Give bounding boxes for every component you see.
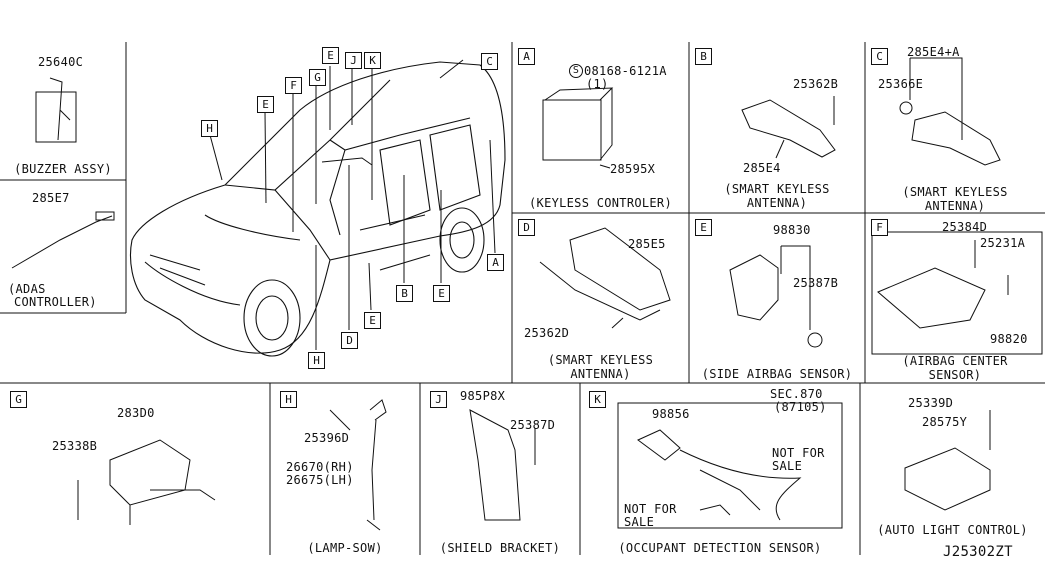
callout-E: E bbox=[364, 312, 381, 329]
screw-symbol: S bbox=[569, 64, 583, 78]
callout-F: F bbox=[285, 77, 302, 94]
panel-tag: E bbox=[695, 219, 712, 236]
part-number: 28595X bbox=[610, 162, 656, 176]
callout-J: J bbox=[345, 52, 362, 69]
part-number: 28575Y bbox=[922, 415, 968, 429]
panel-tag: K bbox=[589, 391, 606, 408]
part-number: 285E5 bbox=[628, 237, 666, 251]
callout-A: A bbox=[487, 254, 504, 271]
panel-caption: (AIRBAG CENTER bbox=[902, 354, 1008, 368]
callout-K: K bbox=[364, 52, 381, 69]
not-for-sale-note: SALE bbox=[772, 459, 803, 473]
part-number: 285E4+A bbox=[907, 45, 960, 59]
part-number: 25338B bbox=[52, 439, 98, 453]
callout-B: B bbox=[396, 285, 413, 302]
panel-caption: ANTENNA) bbox=[924, 199, 986, 213]
callout-E: E bbox=[257, 96, 274, 113]
part-number: 25362D bbox=[524, 326, 570, 340]
panel-tag: J bbox=[430, 391, 447, 408]
buzzer-sketch bbox=[35, 77, 77, 143]
not-for-sale-note: NOT FOR bbox=[624, 502, 677, 516]
part-number: 98830 bbox=[773, 223, 811, 237]
panel-caption: (SMART KEYLESS bbox=[547, 353, 654, 367]
part-number: 25387D bbox=[510, 418, 556, 432]
C-sketch bbox=[899, 57, 1001, 166]
part-number: 25396D bbox=[304, 431, 350, 445]
G-sketch bbox=[77, 439, 216, 525]
part-number: 285E4 bbox=[743, 161, 781, 175]
B-sketch bbox=[741, 96, 836, 159]
section-ref: SEC.870 bbox=[770, 387, 823, 401]
adas-sketch bbox=[11, 211, 115, 269]
diagram-id: J25302ZT bbox=[943, 544, 1013, 560]
panel-tag: G bbox=[10, 391, 27, 408]
part-number: 26670(RH) bbox=[286, 460, 354, 474]
callout-E: E bbox=[322, 47, 339, 64]
not-for-sale-note: SALE bbox=[624, 515, 655, 529]
part-number: 98820 bbox=[990, 332, 1028, 346]
panel-caption: (SHIELD BRACKET) bbox=[439, 541, 561, 555]
panel-caption: (SMART KEYLESS bbox=[724, 182, 830, 196]
part-number: 25384D bbox=[942, 220, 988, 234]
panel-caption: CONTROLLER) bbox=[14, 295, 97, 309]
panel-caption: (OCCUPANT DETECTION SENSOR) bbox=[618, 541, 822, 555]
part-number: 283D0 bbox=[117, 406, 155, 420]
E-sketch bbox=[729, 245, 823, 348]
part-number: 08168-6121A bbox=[584, 64, 667, 78]
panel-tag: A bbox=[518, 48, 535, 65]
part-qty: (1) bbox=[586, 77, 609, 91]
part-number: 98856 bbox=[652, 407, 690, 421]
callout-H: H bbox=[201, 120, 218, 137]
panel-caption: (AUTO LIGHT CONTROL) bbox=[877, 523, 1028, 537]
part-number: 25339D bbox=[908, 396, 954, 410]
panel-caption: (SMART KEYLESS bbox=[902, 185, 1008, 199]
part-number: 25640C bbox=[38, 55, 84, 69]
car-leader-lines bbox=[209, 59, 496, 350]
part-number: 25362B bbox=[793, 77, 839, 91]
callout-D: D bbox=[341, 332, 358, 349]
callout-C: C bbox=[481, 53, 498, 70]
panel-caption: (ADAS bbox=[8, 282, 46, 296]
J-sketch bbox=[469, 409, 536, 521]
H-sketch bbox=[329, 399, 387, 531]
part-number: 26675(LH) bbox=[286, 473, 354, 487]
panel-caption: SENSOR) bbox=[928, 368, 982, 382]
panel-tag: C bbox=[871, 48, 888, 65]
part-number: 25366E bbox=[878, 77, 924, 91]
last-sketch bbox=[904, 410, 991, 511]
panel-tag: D bbox=[518, 219, 535, 236]
D-sketch bbox=[539, 227, 671, 329]
panel-tag: B bbox=[695, 48, 712, 65]
part-number: 25231A bbox=[980, 236, 1026, 250]
panel-caption: (LAMP-SOW) bbox=[307, 541, 383, 555]
panel-caption: (BUZZER ASSY) bbox=[14, 162, 112, 176]
section-ref: (87105) bbox=[774, 400, 827, 414]
part-number: 285E7 bbox=[32, 191, 70, 205]
vehicle-drawing bbox=[129, 61, 506, 357]
F-sketch bbox=[871, 231, 1043, 355]
part-number: 25387B bbox=[793, 276, 839, 290]
K-sketch bbox=[617, 402, 843, 529]
panel-caption: ANTENNA) bbox=[570, 367, 631, 381]
panel-caption: (KEYLESS CONTROLER) bbox=[529, 196, 672, 210]
panel-tag: H bbox=[280, 391, 297, 408]
panel-caption: ANTENNA) bbox=[746, 196, 808, 210]
A-sketch bbox=[542, 87, 614, 169]
callout-H: H bbox=[308, 352, 325, 369]
not-for-sale-note: NOT FOR bbox=[772, 446, 825, 460]
panel-caption: (SIDE AIRBAG SENSOR) bbox=[701, 367, 853, 381]
callout-E: E bbox=[433, 285, 450, 302]
callout-G: G bbox=[309, 69, 326, 86]
panel-tag: F bbox=[871, 219, 888, 236]
part-number: 985P8X bbox=[460, 389, 506, 403]
